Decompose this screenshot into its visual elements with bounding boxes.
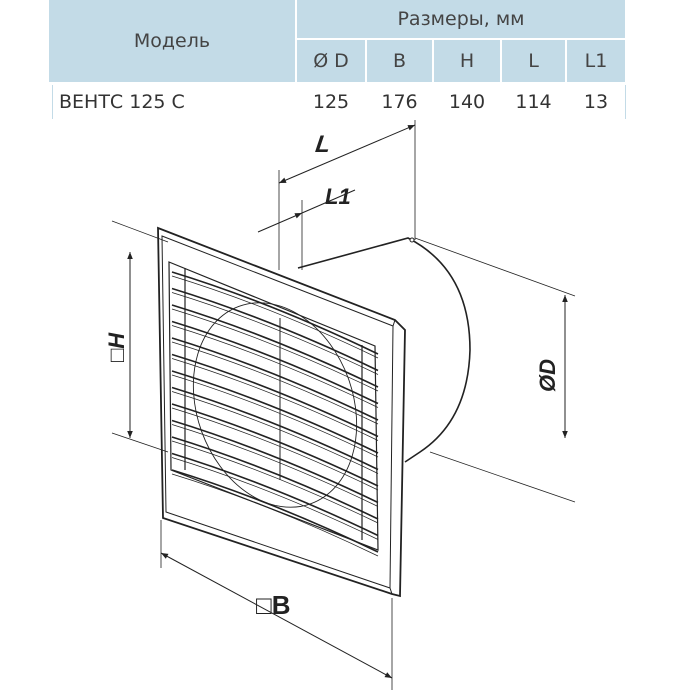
dimension-d (414, 237, 576, 503)
louver-edge (171, 374, 379, 458)
dimension-h (111, 220, 169, 453)
column-header-b: B (367, 40, 432, 82)
louver-edge (171, 275, 379, 359)
label-h: □H (104, 332, 129, 362)
louver (171, 271, 379, 355)
label-b: □B (256, 590, 290, 620)
louver (171, 370, 379, 454)
louver-edge (171, 292, 379, 375)
row-value-l1: 13 (567, 85, 626, 119)
louver-edge (171, 391, 379, 474)
column-header-d: Ø D (297, 40, 365, 82)
row-value-b: 176 (381, 91, 418, 113)
louver-edge (171, 440, 379, 524)
louver (171, 353, 379, 438)
louver-edge (171, 457, 379, 540)
louver-edge (171, 308, 379, 392)
label-l: L (314, 131, 332, 158)
louver (171, 403, 379, 487)
dimension-l (278, 120, 416, 270)
louvers (171, 271, 379, 557)
row-value-l: 114 (515, 91, 552, 113)
louver (171, 304, 379, 388)
row-model: ВЕНТС 125 С (52, 85, 299, 119)
column-header-l: L (502, 40, 565, 82)
row-value-h: 140 (448, 91, 486, 113)
louver-edge (171, 341, 379, 425)
label-d: ØD (535, 359, 560, 392)
column-header-l1: L1 (567, 40, 625, 82)
louver (171, 337, 379, 421)
louver (171, 419, 379, 504)
louver-edge (171, 358, 379, 441)
label-l1: L1 (325, 184, 351, 209)
dimension-l1 (257, 189, 356, 270)
dimension-b (160, 520, 393, 690)
model-header: Модель (49, 0, 295, 82)
louver (171, 287, 379, 372)
louver-edge (171, 424, 379, 507)
grille (168, 261, 379, 551)
dimensions-header: Размеры, мм (297, 0, 625, 38)
louver (171, 320, 379, 405)
row-value-d: 125 (312, 91, 350, 113)
louver (171, 469, 379, 553)
column-header-h: H (434, 40, 500, 82)
louver-edge (171, 407, 379, 491)
louver (171, 452, 379, 537)
louver-edge (171, 473, 379, 557)
louver (171, 436, 379, 520)
louver (171, 386, 379, 471)
louver-edge (171, 325, 379, 408)
